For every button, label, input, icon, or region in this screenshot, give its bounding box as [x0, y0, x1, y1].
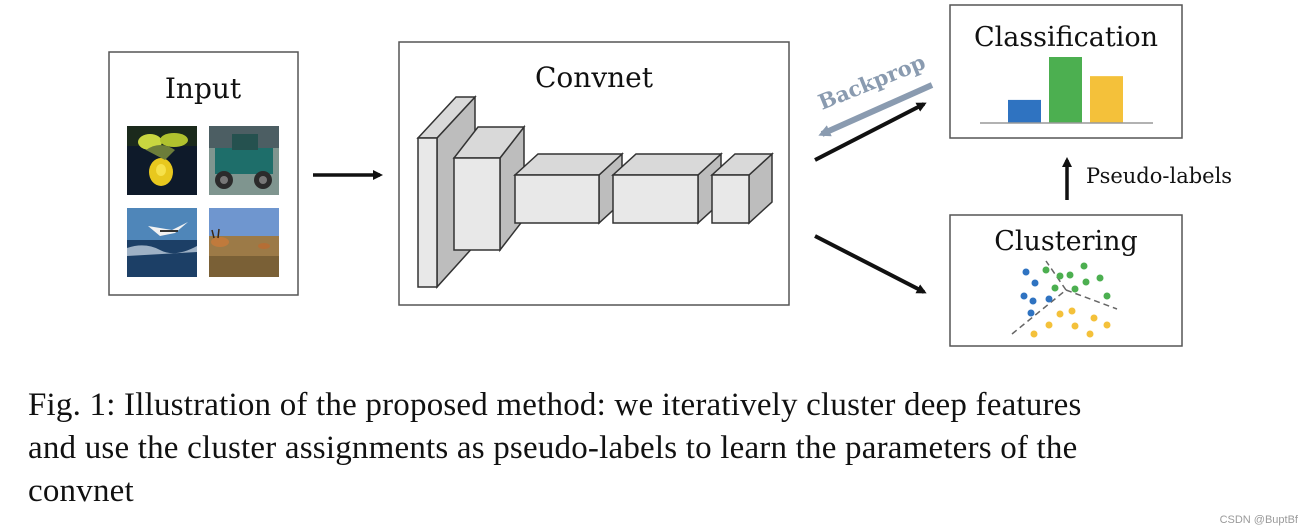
arrow-convnet-to-classification — [814, 102, 927, 162]
cluster-point-blue — [1029, 297, 1037, 305]
input-panel: Input — [108, 51, 299, 296]
cluster-point-yellow — [1103, 321, 1111, 329]
cluster-point-blue — [1020, 292, 1028, 300]
cluster-point-blue — [1031, 279, 1039, 287]
cluster-point-blue — [1045, 295, 1053, 303]
backprop-arrow — [818, 82, 934, 137]
classification-bar — [1049, 57, 1082, 123]
backprop-label: Backprop — [815, 49, 929, 115]
cluster-point-green — [1071, 285, 1079, 293]
cluster-point-yellow — [1068, 307, 1076, 315]
cluster-point-yellow — [1045, 321, 1053, 329]
pseudo-labels-label: Pseudo-labels — [1086, 164, 1232, 188]
cluster-point-green — [1096, 274, 1104, 282]
clustering-title: Clustering — [994, 226, 1138, 257]
cluster-boundaries — [1011, 260, 1118, 335]
convnet-panel: Convnet — [398, 41, 790, 306]
input-thumbnail-flower — [127, 126, 197, 195]
cluster-point-yellow — [1071, 322, 1079, 330]
classification-title: Classification — [974, 22, 1158, 53]
cluster-points — [1020, 262, 1111, 338]
input-thumbnail-bird — [127, 208, 197, 277]
conv-layer-5 — [710, 152, 774, 225]
convnet-title: Convnet — [535, 61, 654, 94]
arrow-convnet-to-clustering — [814, 234, 927, 294]
classification-bar — [1008, 99, 1041, 123]
caption-line-1: Fig. 1: Illustration of the proposed met… — [28, 387, 1082, 423]
cluster-point-blue — [1027, 309, 1035, 317]
input-thumbnail-antelope — [209, 208, 279, 277]
input-thumbnail-car — [209, 126, 279, 195]
cluster-point-green — [1103, 292, 1111, 300]
input-title: Input — [165, 72, 242, 105]
conv-layer-2 — [452, 124, 526, 253]
cluster-point-yellow — [1090, 314, 1098, 322]
cluster-point-blue — [1022, 268, 1030, 276]
conv-layer-3 — [513, 152, 624, 225]
cluster-point-green — [1066, 271, 1074, 279]
caption-line-3: convnet — [28, 473, 134, 509]
caption-line-2: and use the cluster assignments as pseud… — [28, 430, 1078, 466]
cluster-point-green — [1056, 272, 1064, 280]
classification-bar — [1090, 76, 1123, 123]
figure-caption: Fig. 1: Illustration of the proposed met… — [28, 384, 1300, 513]
classification-bar-chart — [1008, 57, 1123, 123]
clustering-panel: Clustering — [949, 214, 1183, 347]
cluster-point-green — [1082, 278, 1090, 286]
conv-layer-4 — [611, 152, 723, 225]
cluster-point-yellow — [1030, 330, 1038, 338]
cluster-point-green — [1042, 266, 1050, 274]
classification-panel: Classification — [949, 4, 1183, 139]
watermark: CSDN @BuptBf — [1219, 514, 1298, 526]
cluster-point-yellow — [1086, 330, 1094, 338]
cluster-point-yellow — [1056, 310, 1064, 318]
cluster-point-green — [1080, 262, 1088, 270]
cluster-point-green — [1051, 284, 1059, 292]
